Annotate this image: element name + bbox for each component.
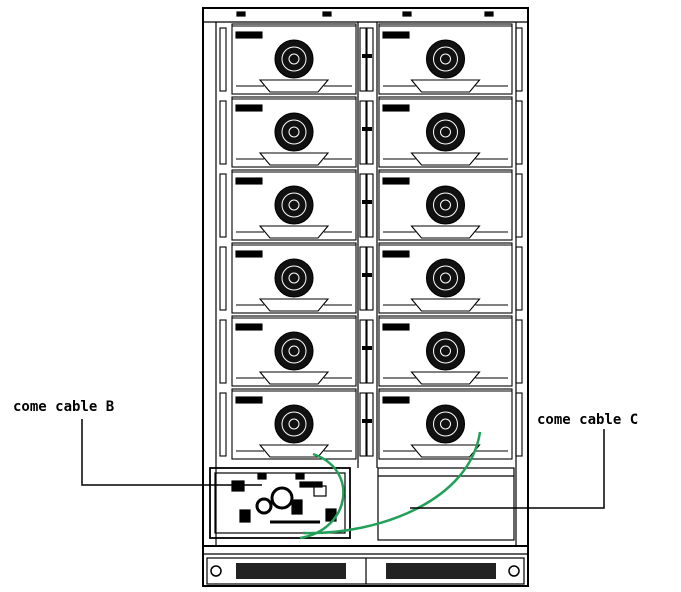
battery-module (366, 23, 523, 95)
battery-module (366, 169, 523, 241)
battery-module (219, 242, 367, 314)
center-rail-mark (362, 54, 372, 58)
center-rail-mark (362, 346, 372, 350)
fan-grille-icon (425, 39, 466, 79)
center-rail-mark (362, 273, 372, 277)
battery-modules (219, 23, 523, 460)
vent-grille (210, 563, 520, 579)
center-rail-mark (362, 127, 372, 131)
label-cable-c: come cable C (537, 412, 639, 428)
center-rail-mark (362, 419, 372, 423)
battery-module (219, 169, 367, 241)
battery-module (366, 315, 523, 387)
callout-lines (81, 419, 605, 509)
battery-module (366, 388, 523, 460)
battery-module (219, 23, 367, 95)
battery-module (219, 96, 367, 168)
fan-grille-icon (274, 185, 314, 225)
fan-grille-icon (425, 258, 466, 298)
fan-grille-icon (425, 404, 466, 444)
label-cable-b: come cable B (13, 399, 115, 415)
battery-module (219, 315, 367, 387)
center-rail-mark (362, 200, 372, 204)
fan-grille-icon (425, 331, 466, 371)
fan-grille-icon (274, 39, 314, 79)
fan-grille-icon (274, 258, 314, 298)
battery-module (366, 96, 523, 168)
battery-module (366, 242, 523, 314)
battery-module (219, 388, 367, 460)
control-box (209, 467, 351, 539)
empty-bay (377, 467, 515, 541)
fan-grille-icon (274, 112, 314, 152)
fan-grille-icon (274, 404, 314, 444)
fan-grille-icon (425, 185, 466, 225)
fan-grille-icon (425, 112, 466, 152)
fan-grille-icon (274, 331, 314, 371)
